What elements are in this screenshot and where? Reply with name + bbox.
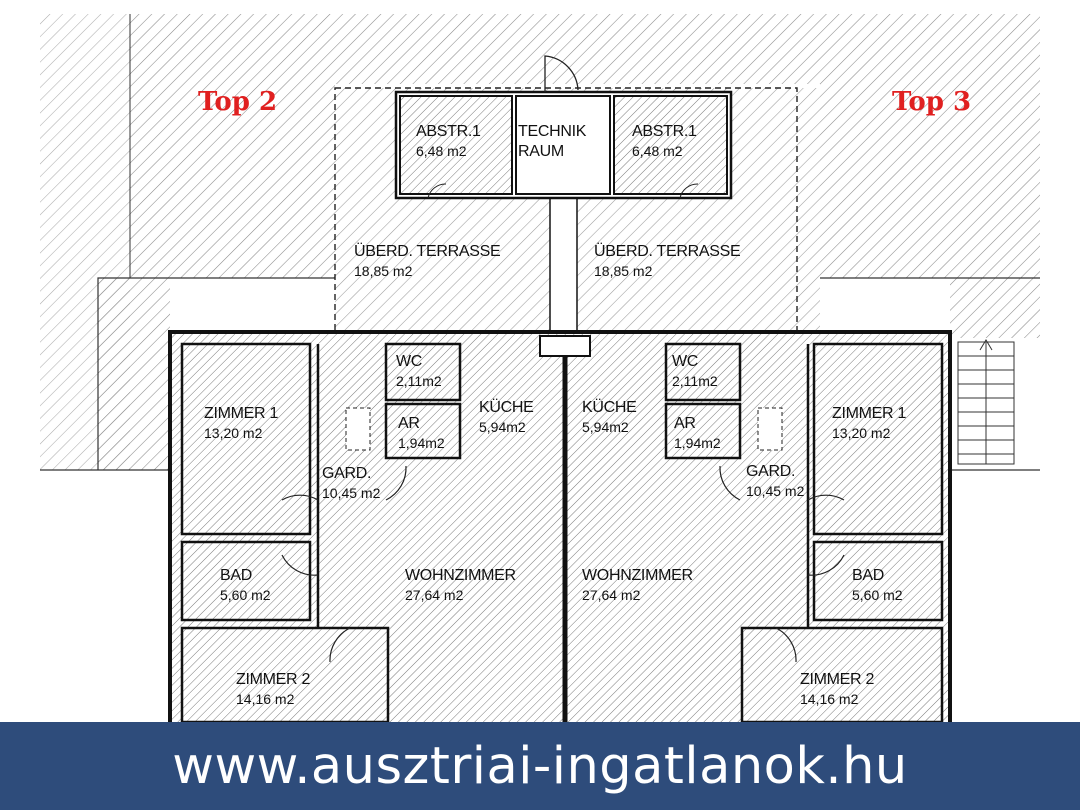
unit-label-top-2: Top 2 <box>198 87 277 117</box>
room-label-gard-left: GARD. <box>322 465 371 482</box>
room-area-bad-right: 5,60 m2 <box>852 587 903 603</box>
room-area-kuche-left: 5,94m2 <box>479 419 526 435</box>
room-label-technik: TECHNIK <box>518 123 587 140</box>
room-label-kuche-left: KÜCHE <box>479 398 534 416</box>
room-label-terrasse-right: ÜBERD. TERRASSE <box>594 242 740 260</box>
room-label-bad-left: BAD <box>220 567 252 584</box>
floor-plan: ABSTR.1 6,48 m2 TECHNIK RAUM ABSTR.1 6,48 m2 Ü… <box>40 14 1040 722</box>
unit-label-top-3: Top 3 <box>892 87 971 117</box>
room-label-wohn-left: WOHNZIMMER <box>405 567 516 584</box>
room-label-kuche-right: KÜCHE <box>582 398 637 416</box>
room-label-gard-right: GARD. <box>746 463 795 480</box>
stair <box>957 339 1015 465</box>
house <box>168 330 952 722</box>
room-area-abstr-right: 6,48 m2 <box>632 143 683 159</box>
room-area-zimmer2-left: 14,16 m2 <box>236 691 295 707</box>
room-area-bad-left: 5,60 m2 <box>220 587 271 603</box>
room-area-kuche-right: 5,94m2 <box>582 419 629 435</box>
storage-block <box>394 55 733 200</box>
room-area-ar-right: 1,94m2 <box>674 435 721 451</box>
room-label-ar-left: AR <box>398 415 420 432</box>
room-area-terrasse-right: 18,85 m2 <box>594 263 653 279</box>
room-label2-technik: RAUM <box>518 143 564 160</box>
room-area-wohn-left: 27,64 m2 <box>405 587 464 603</box>
room-label-wohn-right: WOHNZIMMER <box>582 567 693 584</box>
site-hatching <box>40 14 1040 471</box>
room-area-abstr-left: 6,48 m2 <box>416 143 467 159</box>
website-url[interactable]: www.ausztriai-ingatlanok.hu <box>172 736 908 796</box>
room-label-ar-right: AR <box>674 415 696 432</box>
room-area-zimmer2-right: 14,16 m2 <box>800 691 859 707</box>
room-label-zimmer1-left: ZIMMER 1 <box>204 405 278 422</box>
room-area-zimmer1-left: 13,20 m2 <box>204 425 263 441</box>
room-label-zimmer2-left: ZIMMER 2 <box>236 671 310 688</box>
room-label-abstr-right: ABSTR.1 <box>632 123 697 140</box>
room-label-bad-right: BAD <box>852 567 884 584</box>
room-area-gard-right: 10,45 m2 <box>746 483 805 499</box>
room-label-abstr-left: ABSTR.1 <box>416 123 481 140</box>
room-area-gard-left: 10,45 m2 <box>322 485 381 501</box>
room-area-ar-left: 1,94m2 <box>398 435 445 451</box>
room-label-zimmer2-right: ZIMMER 2 <box>800 671 874 688</box>
room-label-terrasse-left: ÜBERD. TERRASSE <box>354 242 500 260</box>
room-area-wc-right: 2,11m2 <box>672 373 718 389</box>
website-banner: www.ausztriai-ingatlanok.hu <box>0 722 1080 810</box>
room-label-wc-left: WC <box>396 353 422 370</box>
room-area-terrasse-left: 18,85 m2 <box>354 263 413 279</box>
room-area-zimmer1-right: 13,20 m2 <box>832 425 891 441</box>
room-label-zimmer1-right: ZIMMER 1 <box>832 405 906 422</box>
room-area-wc-left: 2,11m2 <box>396 373 442 389</box>
room-label-wc-right: WC <box>672 353 698 370</box>
room-labels: ABSTR.1 6,48 m2 TECHNIK RAUM ABSTR.1 6,48 m2 Ü… <box>204 123 907 707</box>
room-area-wohn-right: 27,64 m2 <box>582 587 641 603</box>
